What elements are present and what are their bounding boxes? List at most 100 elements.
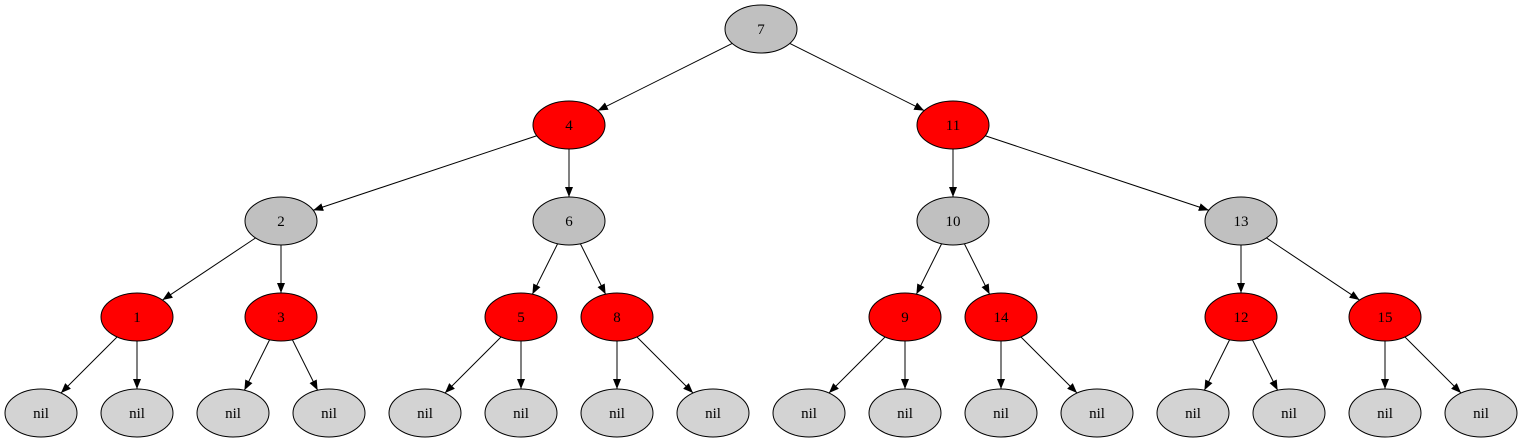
node-label: 15 [1378,310,1393,326]
node-ellipse-nil [1348,388,1422,438]
edge-n14-nil12 [1020,336,1078,394]
node-ellipse-red [580,292,654,342]
node-label: 9 [901,310,909,326]
node-ellipse-red [916,100,990,150]
tree-node-nil5: nil [388,388,462,438]
node-ellipse-nil [964,388,1038,438]
node-label: nil [801,406,817,422]
edge-n9-nil9 [828,336,886,394]
node-ellipse-nil [580,388,654,438]
edge-n8-nil8 [636,336,694,394]
node-label: 10 [946,214,961,230]
tree-node-nil12: nil [1060,388,1134,438]
tree-node-nil2: nil [100,388,174,438]
edge-n3-nil4 [291,339,319,391]
node-label: nil [1377,406,1393,422]
node-ellipse-nil [676,388,750,438]
edge-n1-nil1 [60,336,118,394]
node-ellipse-red [1348,292,1422,342]
tree-node-nil13: nil [1156,388,1230,438]
edge-n6-n5 [531,243,559,295]
edge-n5-nil5 [444,336,502,394]
tree-node-n3: 3 [244,292,318,342]
node-label: nil [705,406,721,422]
node-ellipse-black [532,196,606,246]
node-ellipse-nil [772,388,846,438]
tree-node-nil4: nil [292,388,366,438]
tree-node-n15: 15 [1348,292,1422,342]
tree-node-nil7: nil [580,388,654,438]
node-label: nil [417,406,433,422]
node-ellipse-red [868,292,942,342]
node-label: nil [1473,406,1489,422]
node-label: nil [321,406,337,422]
tree-node-n9: 9 [868,292,942,342]
node-label: nil [1281,406,1297,422]
node-label: 7 [757,22,765,38]
tree-node-nil15: nil [1348,388,1422,438]
tree-node-nil10: nil [868,388,942,438]
edge-n10-n9 [915,243,943,295]
node-ellipse-nil [1060,388,1134,438]
node-label: nil [1185,406,1201,422]
edge-n13-n15 [1266,237,1360,301]
node-label: nil [225,406,241,422]
edge-n6-n8 [579,243,607,295]
node-label: nil [609,406,625,422]
node-ellipse-nil [1252,388,1326,438]
tree-node-nil16: nil [1444,388,1518,438]
node-ellipse-red [244,292,318,342]
tree-node-nil6: nil [484,388,558,438]
node-ellipse-nil [1444,388,1518,438]
tree-node-n6: 6 [532,196,606,246]
node-label: 13 [1234,214,1249,230]
tree-node-nil8: nil [676,388,750,438]
tree-node-n13: 13 [1204,196,1278,246]
node-ellipse-nil [4,388,78,438]
tree-node-nil14: nil [1252,388,1326,438]
node-label: 14 [994,310,1010,326]
node-ellipse-nil [196,388,270,438]
node-label: 2 [277,214,285,230]
tree-node-n2: 2 [244,196,318,246]
edge-n7-n4 [597,42,733,112]
tree-node-n4: 4 [532,100,606,150]
edge-n11-n13 [985,135,1209,211]
tree-node-nil9: nil [772,388,846,438]
node-ellipse-black [244,196,318,246]
tree-node-n7: 7 [724,4,798,54]
node-label: nil [897,406,913,422]
node-ellipse-black [1204,196,1278,246]
node-label: 11 [946,118,960,134]
tree-node-n1: 1 [100,292,174,342]
node-ellipse-nil [388,388,462,438]
node-label: 5 [517,310,525,326]
node-label: nil [513,406,529,422]
edge-n12-nil14 [1251,339,1279,391]
node-label: 6 [565,214,573,230]
node-label: 4 [565,118,573,134]
edge-n15-nil16 [1404,336,1462,394]
node-ellipse-nil [868,388,942,438]
node-label: nil [33,406,49,422]
node-label: 1 [133,310,141,326]
node-label: 3 [277,310,285,326]
node-ellipse-nil [100,388,174,438]
node-label: 8 [613,310,621,326]
edge-n4-n2 [313,135,537,211]
edge-n2-n1 [162,237,256,301]
node-ellipse-nil [292,388,366,438]
tree-node-n5: 5 [484,292,558,342]
edges-layer [60,42,1462,394]
tree-node-n12: 12 [1204,292,1278,342]
node-ellipse-black [916,196,990,246]
node-ellipse-red [532,100,606,150]
tree-node-nil1: nil [4,388,78,438]
node-ellipse-black [724,4,798,54]
node-label: nil [1089,406,1105,422]
node-ellipse-red [1204,292,1278,342]
edge-n10-n14 [963,243,991,295]
node-label: nil [129,406,145,422]
